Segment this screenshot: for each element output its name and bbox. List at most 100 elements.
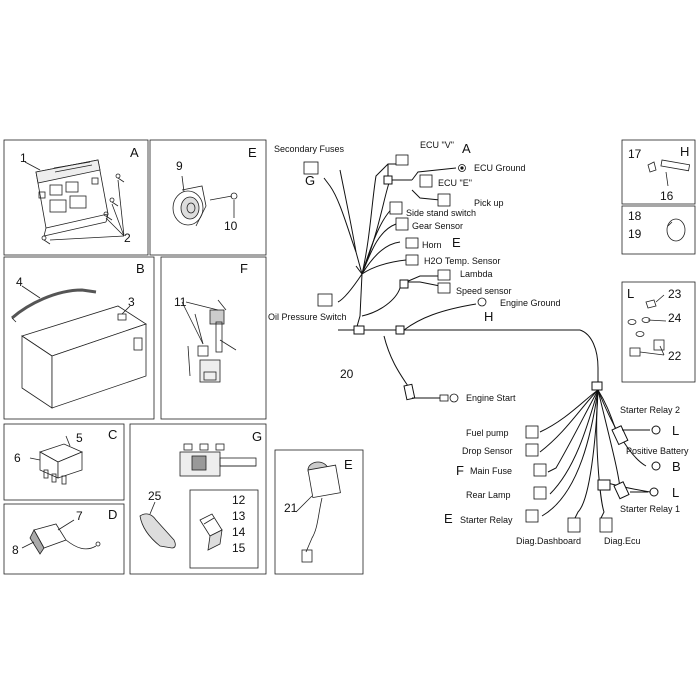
panel-g-inner-border (189, 489, 259, 569)
panel-a-number-2: 2 (124, 231, 131, 245)
label-diag-ecu: Diag.Ecu (604, 536, 641, 546)
horn-connector (405, 237, 419, 249)
panel-a-border (3, 139, 149, 256)
harness-connector-boxes (303, 154, 613, 533)
panel-d-border (3, 503, 125, 575)
engine-start-eyelet (449, 393, 459, 403)
panel-e1-number-10: 10 (224, 219, 238, 233)
label-secondary-fuses: Secondary Fuses (274, 144, 345, 154)
battery-strap-drawing (11, 288, 97, 323)
label-lower-l-letter: L (672, 485, 680, 500)
panel-l-border (621, 281, 696, 383)
oil-pressure-connector (317, 293, 333, 307)
panel-l-letter: L (627, 286, 635, 301)
fuse-puller-drawing (139, 513, 176, 549)
pick-up-connector (437, 193, 451, 207)
panel-e1-number-9: 9 (176, 159, 183, 173)
panel-c-letter: C (108, 427, 118, 442)
panel-f-number-11: 11 (174, 295, 187, 309)
fuse-box-drawing (179, 443, 257, 477)
label-starter-relay-2-letter: L (672, 423, 680, 438)
label-engine-ground: Engine Ground (500, 298, 561, 308)
panel-h-letter: H (680, 144, 690, 159)
panel-b-letter: B (136, 261, 145, 276)
panel-d-number-8: 8 (12, 543, 19, 557)
panel-c-number-6: 6 (14, 451, 21, 465)
main-fuse-connector (533, 463, 547, 477)
ecu-v-connector (395, 154, 409, 166)
label-engine-ground-letter: H (484, 309, 494, 324)
label-speed-sensor: Speed sensor (456, 286, 512, 296)
panel-h2-border (621, 205, 696, 255)
panel-l-number-22: 22 (668, 349, 682, 363)
panel-f-letter: F (240, 261, 248, 276)
panel-b-number-3: 3 (128, 295, 135, 309)
label-starter-relay-1: Starter Relay 1 (620, 504, 681, 514)
ecu-drawing (35, 159, 109, 237)
label-side-stand-switch: Side stand switch (406, 208, 477, 218)
drop-sensor-connector (525, 443, 539, 457)
panel-l-number-24: 24 (668, 311, 682, 325)
panel-g-number-13: 13 (232, 509, 246, 523)
starter-relay-connector (525, 509, 539, 523)
panel-e2-border (274, 449, 364, 575)
label-horn: Horn (422, 240, 442, 250)
panel-a-letter: A (130, 145, 139, 160)
panel-e1-letter: E (248, 145, 257, 160)
diag-dashboard-connector (567, 517, 581, 533)
label-starter-relay-2: Starter Relay 2 (620, 405, 681, 415)
diag-ecu-connector (599, 517, 613, 533)
label-starter-relay: Starter Relay (460, 515, 513, 525)
label-fuel-pump: Fuel pump (466, 428, 509, 438)
label-ecu-e: ECU "E" (438, 178, 472, 188)
panel-b-border (3, 256, 155, 420)
panel-h-border (621, 139, 696, 205)
label-positive-battery-letter: B (672, 459, 681, 474)
ground-bolt-drawing (647, 159, 691, 187)
panel-d-number-7: 7 (76, 509, 83, 523)
label-pick-up: Pick up (474, 198, 504, 208)
lambda-connector (437, 269, 451, 281)
label-diag-dashboard: Diag.Dashboard (516, 536, 582, 546)
fuel-pump-connector (525, 425, 539, 439)
blade-fuse-drawing (199, 513, 223, 551)
label-main-fuse: Main Fuse (470, 466, 513, 476)
start-button-drawing (295, 461, 341, 563)
label-h2o-temp-sensor: H2O Temp. Sensor (424, 256, 501, 266)
h2o-connector (405, 254, 419, 266)
battery-drawing (21, 305, 147, 409)
panel-g-number-25: 25 (148, 489, 162, 503)
panel-e2-letter: E (344, 457, 353, 472)
panel-e2-number-21: 21 (284, 501, 298, 515)
panel-h2-number-18: 18 (628, 209, 642, 223)
panel-g-border (129, 423, 267, 575)
ring-clip-drawing (666, 218, 686, 242)
panel-c-number-5: 5 (76, 431, 83, 445)
label-positive-battery: Positive Battery (626, 446, 689, 456)
label-rear-lamp: Rear Lamp (466, 490, 511, 500)
ecu-e-connector (419, 174, 433, 188)
panel-g-number-14: 14 (232, 525, 246, 539)
ecu-screws (41, 173, 125, 245)
label-ecu-ground: ECU Ground (474, 163, 526, 173)
panel-d-letter: D (108, 507, 118, 522)
main-harness (323, 163, 661, 521)
label-horn-letter: E (452, 235, 461, 250)
speed-sensor-connector (437, 282, 451, 294)
label-gear-sensor: Gear Sensor (412, 221, 464, 231)
label-main-fuse-letter: F (456, 463, 464, 478)
relay-terminal-parts-drawing (627, 294, 667, 357)
label-secondary-fuses-letter: G (305, 173, 316, 188)
label-engine-start: Engine Start (466, 393, 516, 403)
label-starter-relay-letter: E (444, 511, 453, 526)
engine-ground-eyelet (477, 297, 487, 307)
panel-a-number-1: 1 (20, 151, 27, 165)
panel-g-number-15: 15 (232, 541, 246, 555)
main-fuse-holder-drawing (187, 299, 237, 383)
rear-lamp-connector (533, 486, 547, 500)
panel-f-border (160, 256, 267, 420)
panel-h2-number-19: 19 (628, 227, 642, 241)
label-oil-pressure-switch: Oil Pressure Switch (268, 312, 347, 322)
label-drop-sensor: Drop Sensor (462, 446, 513, 456)
